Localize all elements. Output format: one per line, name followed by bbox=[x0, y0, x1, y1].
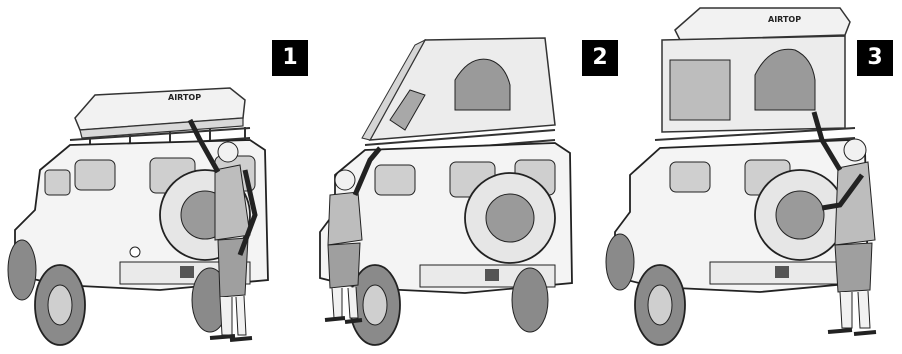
step-3-badge: 3 bbox=[857, 40, 893, 76]
roof-box-brand: AIRTOP bbox=[168, 93, 201, 102]
step-1-illustration: AIRTOP bbox=[0, 0, 300, 349]
step-2-illustration bbox=[300, 0, 600, 349]
step-2-badge: 2 bbox=[582, 40, 618, 76]
step-1-badge: 1 bbox=[272, 40, 308, 76]
vehicle-opening-tent-drawing bbox=[300, 0, 600, 349]
roof-shell-brand: AIRTOP bbox=[768, 15, 801, 24]
vehicle-closed-tent-drawing: AIRTOP bbox=[0, 0, 300, 349]
